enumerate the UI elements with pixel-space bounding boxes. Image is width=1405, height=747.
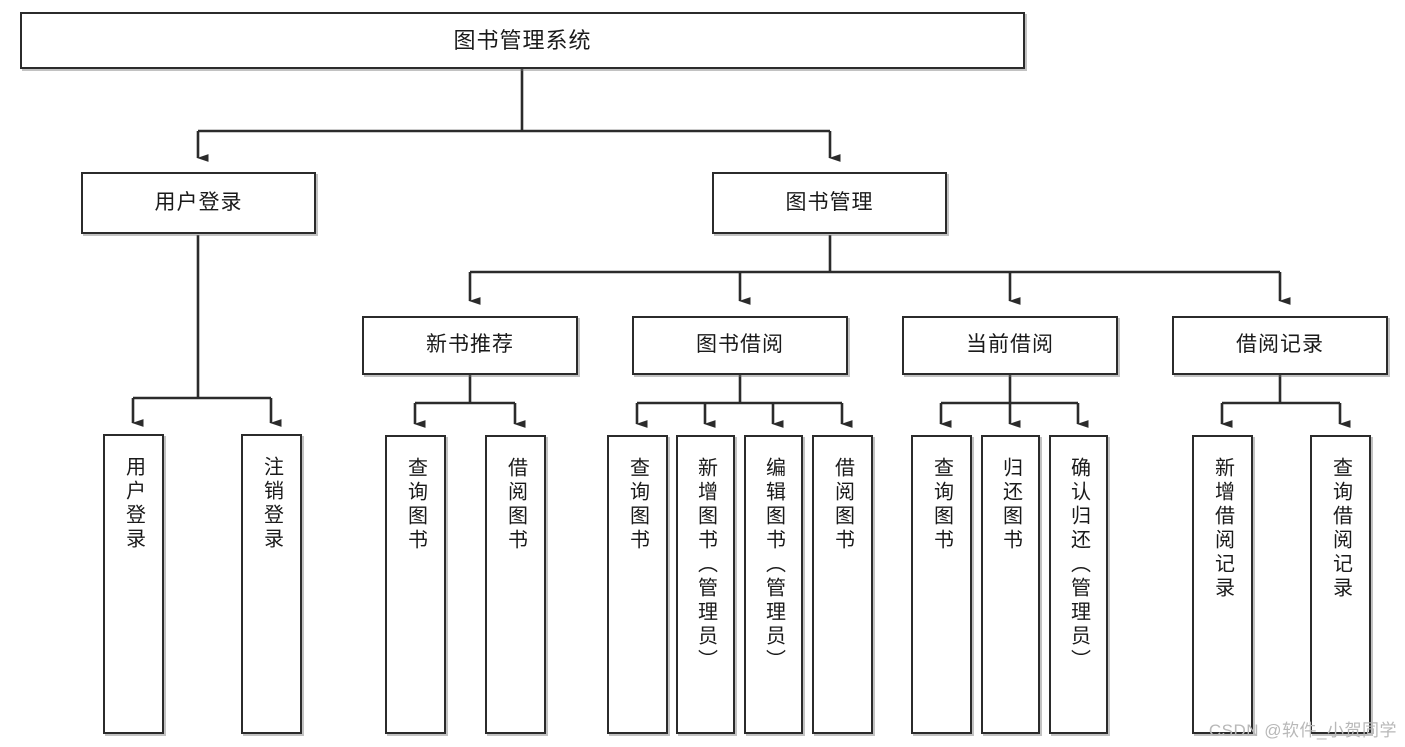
- node-book-borrow[interactable]: 图书借阅: [632, 316, 848, 375]
- leaf-borrow-record-add[interactable]: 新增借阅记录: [1192, 435, 1253, 734]
- node-label: 新增图书（管理员）: [694, 457, 717, 673]
- node-label: 归还图书: [999, 457, 1022, 553]
- leaf-book-borrow-query[interactable]: 查询图书: [607, 435, 668, 734]
- node-label: 查询借阅记录: [1329, 457, 1352, 601]
- node-current-borrow[interactable]: 当前借阅: [902, 316, 1118, 375]
- leaf-user-login-signin[interactable]: 用户登录: [103, 434, 164, 734]
- node-root-library-system[interactable]: 图书管理系统: [20, 12, 1025, 69]
- leaf-book-borrow-add[interactable]: 新增图书（管理员）: [676, 435, 735, 734]
- leaf-user-login-signout[interactable]: 注销登录: [241, 434, 302, 734]
- node-borrow-record[interactable]: 借阅记录: [1172, 316, 1388, 375]
- node-label: 借阅图书: [504, 457, 527, 553]
- edge-group-current-borrow: [939, 375, 1089, 428]
- node-label: 借阅图书: [831, 457, 854, 553]
- node-label: 新书推荐: [426, 333, 514, 357]
- leaf-book-borrow-lend[interactable]: 借阅图书: [812, 435, 873, 734]
- node-label: 图书管理系统: [453, 27, 592, 53]
- node-user-login[interactable]: 用户登录: [81, 172, 316, 234]
- edge-group-borrow-record: [1220, 375, 1351, 428]
- edge-group-root: [196, 69, 841, 162]
- node-label: 用户登录: [122, 456, 145, 552]
- node-label: 查询图书: [404, 457, 427, 553]
- edge-group-user-login: [131, 235, 282, 427]
- edge-group-book-borrow: [635, 375, 853, 428]
- leaf-current-borrow-confirm[interactable]: 确认归还（管理员）: [1049, 435, 1108, 734]
- node-label: 编辑图书（管理员）: [762, 457, 785, 673]
- leaf-new-book-query[interactable]: 查询图书: [385, 435, 446, 734]
- leaf-current-borrow-return[interactable]: 归还图书: [981, 435, 1040, 734]
- leaf-new-book-borrow[interactable]: 借阅图书: [485, 435, 546, 734]
- node-label: 当前借阅: [966, 333, 1054, 357]
- node-book-management[interactable]: 图书管理: [712, 172, 947, 234]
- leaf-book-borrow-edit[interactable]: 编辑图书（管理员）: [744, 435, 803, 734]
- node-label: 借阅记录: [1236, 333, 1324, 357]
- node-label: 图书管理: [785, 190, 874, 214]
- leaf-borrow-record-query[interactable]: 查询借阅记录: [1310, 435, 1371, 734]
- node-label: 图书借阅: [696, 333, 784, 357]
- edge-group-book-management: [468, 235, 1291, 305]
- node-label: 注销登录: [260, 456, 283, 552]
- csdn-watermark: CSDN @软件_小贺同学: [1208, 721, 1397, 740]
- edge-group-new-book: [413, 375, 526, 428]
- node-label: 查询图书: [930, 457, 953, 553]
- node-new-book-recommend[interactable]: 新书推荐: [362, 316, 578, 375]
- node-label: 新增借阅记录: [1211, 457, 1234, 601]
- node-label: 确认归还（管理员）: [1067, 457, 1090, 673]
- node-label: 查询图书: [626, 457, 649, 553]
- node-label: 用户登录: [154, 190, 243, 214]
- leaf-current-borrow-query[interactable]: 查询图书: [911, 435, 972, 734]
